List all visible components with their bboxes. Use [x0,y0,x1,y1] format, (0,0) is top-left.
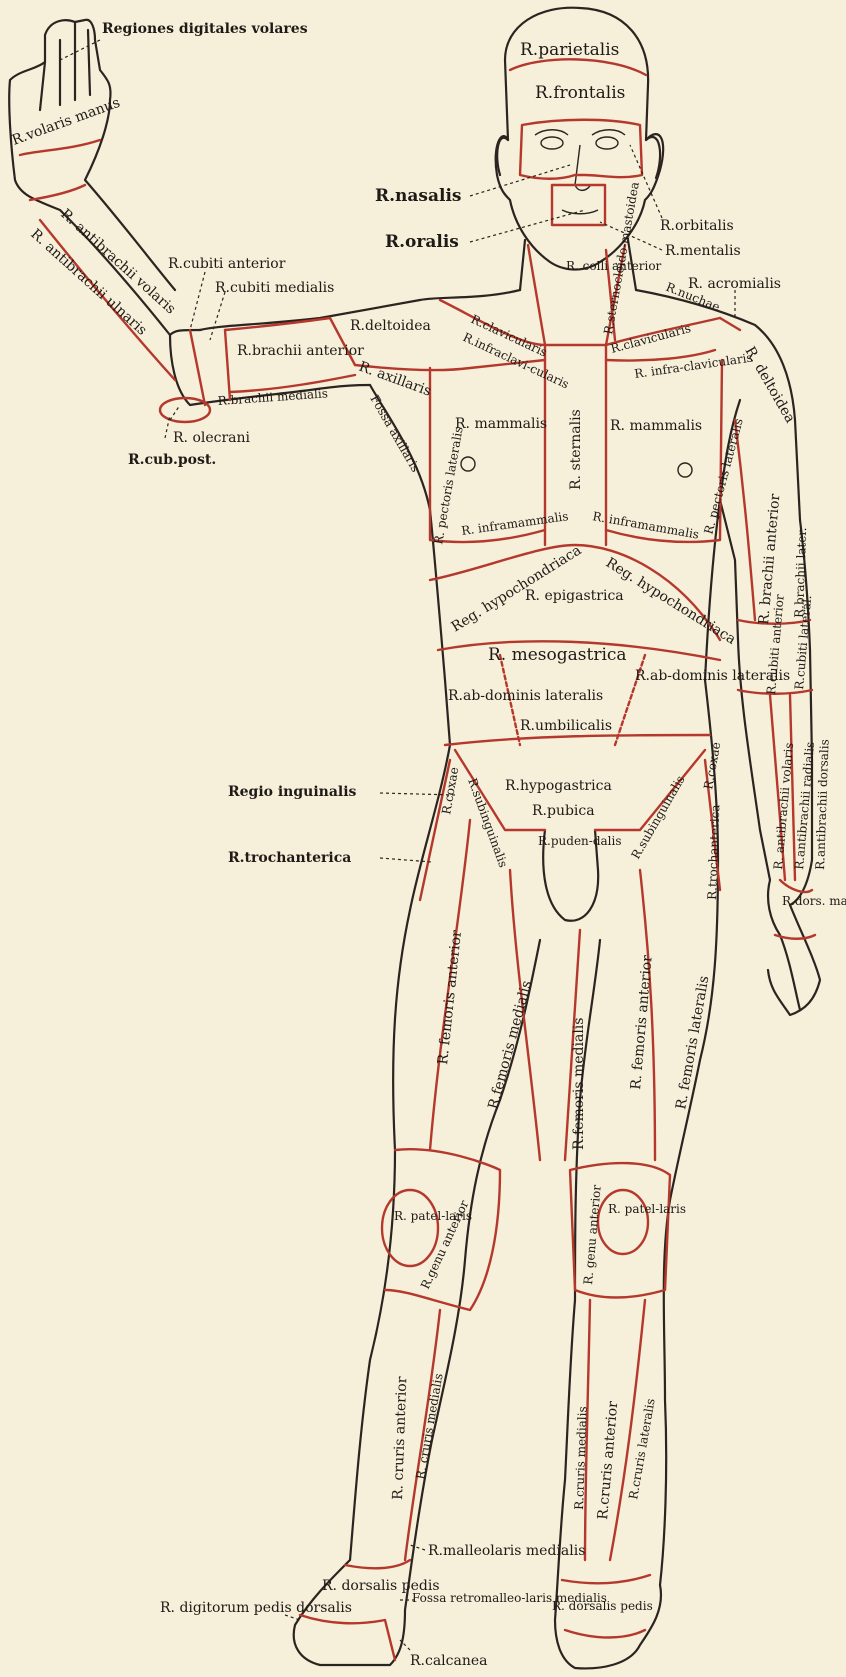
label-mesogastrica: R. mesogastrica [488,645,627,665]
label-femoris-medialis-right: R.femoris medialis [571,1018,587,1150]
label-dorsalis-manus: R.dors. manus [782,894,846,908]
label-patellaris-right: R. patel-laris [608,1202,686,1216]
leader-cubiti-medialis [210,292,225,340]
torso-left-side [370,385,450,745]
label-epigastrica: R. epigastrica [525,588,624,604]
label-deltoidea-left: R.deltoidea [350,318,431,334]
border-parietal-frontal [510,59,646,75]
label-volaris-manus: R.volaris manus [10,95,122,149]
label-clavicularis-right: R.clavicularis [609,321,692,356]
label-cubiti-anterior: R.cubiti anterior [168,256,286,272]
border-knee-left [385,1149,500,1310]
label-hypogastrica: R.hypogastrica [505,778,612,794]
label-inframammalis-left: R. inframammalis [460,509,569,538]
label-regio-inguinalis: Regio inguinalis [228,784,357,800]
label-abdominis-lateralis-right: R.ab-dominis lateralis [635,668,790,684]
border-oral [552,185,605,225]
border-patella-right [598,1190,648,1254]
label-malleolaris-medialis: R.malleolaris medialis [428,1543,585,1559]
label-fossa-axillaris: Fossa axillaris [367,393,422,475]
left-nipple [461,457,475,471]
border-wrist-raised [30,185,85,200]
label-dorsalis-pedis-right: R. dorsalis pedis [552,1599,653,1613]
right-ear [646,137,660,178]
label-pudendalis: R.puden-dalis [538,834,622,848]
label-digitorum-pedis: R. digitorum pedis dorsalis [160,1600,352,1616]
label-parietalis: R.parietalis [520,40,619,60]
label-abdominis-lateralis-left: R.ab-dominis lateralis [448,688,603,704]
label-mentalis: R.mentalis [665,243,741,259]
label-cub-post: R.cub.post. [128,452,216,468]
raised-hand-fingers [40,22,90,110]
neck-left [520,240,525,290]
label-subinguinalis-right: R.subinguinalis [628,773,687,861]
label-umbilicalis: R.umbilicalis [520,718,612,734]
label-trochanterica-left: R.trochanterica [228,850,351,866]
label-nasalis: R.nasalis [375,186,462,206]
label-acromialis: R. acromialis [688,276,781,292]
label-cruris-anterior-right: R.cruris anterior [595,1400,621,1520]
label-cruris-lateralis: R.cruris lateralis [626,1397,658,1500]
eyebrows [535,130,625,135]
label-mammalis-right: R. mammalis [610,418,702,434]
label-cubiti-medialis: R.cubiti medialis [215,280,334,296]
border-wrist-right [775,880,815,939]
label-oralis: R.oralis [385,232,459,252]
label-subinguinalis-left: R.subinguinalis [465,776,510,869]
label-pubica: R.pubica [532,803,595,819]
label-axillaris: R. axillaris [357,359,434,400]
border-orbital [520,120,642,179]
right-nipple [678,463,692,477]
leader-trochanterica [380,858,432,862]
border-brachii-right [735,420,755,620]
labels: Regiones digitales volares R.volaris man… [10,21,846,1669]
label-calcanea: R.calcanea [410,1653,488,1669]
label-coxae-right: R.coxae [701,741,723,791]
label-olecrani: R. olecrani [173,430,251,446]
label-orbitalis: R.orbitalis [660,218,734,234]
leader-malleolaris [410,1545,425,1550]
label-dorsalis-pedis-left: R. dorsalis pedis [322,1578,440,1594]
label-brachii-medialis: R.brachii medialis [217,386,328,408]
label-femoris-anterior-left: R. femoris anterior [435,929,465,1065]
label-inframammalis-right: R. inframammalis [591,509,700,542]
leader-olecrani [170,405,180,420]
border-umbilical-bottom [445,735,710,745]
label-antibrachii-dorsalis: R.antibrachii dorsalis [813,739,832,870]
left-leg-outline [294,745,540,1665]
label-cruris-medialis-left: R. cruris medialis [413,1372,445,1480]
left-ear [497,138,508,175]
label-cruris-medialis-right: R.cruris medialis [572,1406,590,1510]
label-coxae-left: R.coxae [439,766,461,816]
label-regiones-digitales: Regiones digitales volares [102,21,308,37]
border-olecranon [160,398,210,422]
label-brachii-anterior: R.brachii anterior [237,343,364,359]
label-sternalis: R. sternalis [568,409,584,490]
leader-cubiti-anterior [190,272,205,330]
label-mammalis-left: R. mammalis [455,416,547,432]
label-frontalis: R.frontalis [535,83,625,103]
label-cruris-anterior-left: R. cruris anterior [390,1376,410,1500]
left-eye [541,137,563,149]
nose [575,145,590,190]
right-leg-outline [555,680,718,1668]
border-patella-left [382,1190,438,1266]
leader-digitales [60,40,100,60]
right-eye [596,137,618,149]
